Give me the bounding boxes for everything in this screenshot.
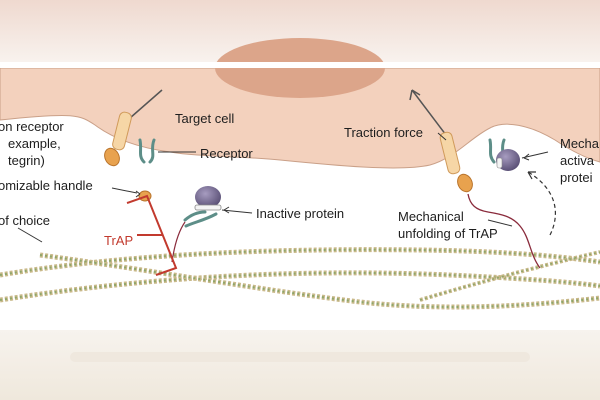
activated-label-3: protei (560, 170, 593, 185)
unfolded-trap (467, 193, 541, 269)
trap-bracket (126, 194, 178, 276)
receptor-left (138, 138, 196, 164)
activated-label-2: activa (560, 153, 595, 168)
traction-receptor-label-3: tegrin) (8, 153, 45, 168)
integrin-left (104, 89, 163, 167)
activated-label-1: Mecha (560, 136, 600, 151)
inactive-protein-label: Inactive protein (256, 206, 344, 221)
handle-label: omizable handle (0, 178, 93, 193)
target-cell-label: Target cell (175, 111, 234, 126)
unfolding-pointer (487, 219, 513, 227)
matrix-fibers (0, 247, 600, 310)
matrix-label: of choice (0, 213, 50, 228)
inactive-protein (171, 186, 253, 263)
traction-force-label: Traction force (344, 125, 423, 140)
unfolding-label-1: Mechanical (398, 209, 464, 224)
unfolding-label-2: unfolding of TrAP (398, 226, 498, 241)
blur-line (70, 352, 530, 362)
receptor-label: Receptor (200, 146, 253, 161)
traction-receptor-label-1: on receptor (0, 119, 64, 134)
trap-label: TrAP (104, 233, 133, 248)
activated-protein (488, 138, 556, 236)
bottom-blur-strip (0, 330, 600, 400)
integrin-right (409, 89, 473, 193)
traction-receptor-label-2: example, (8, 136, 61, 151)
matrix-pointer (17, 227, 43, 243)
